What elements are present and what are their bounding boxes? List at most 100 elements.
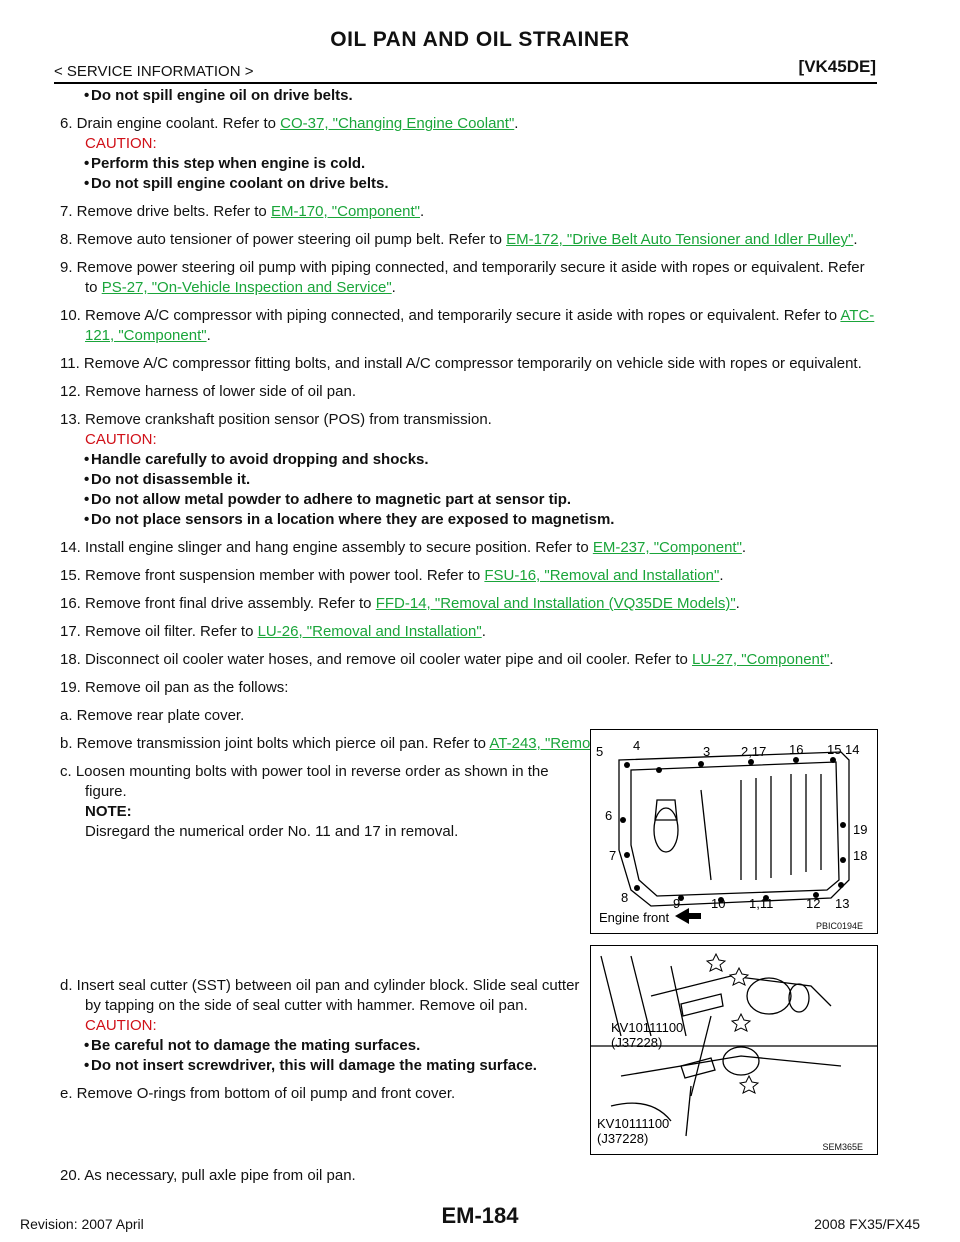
seal-cutter-figure: KV10111100 (J37228) KV10111100 (J37228) … xyxy=(590,945,878,1155)
note-text: Disregard the numerical order No. 11 and… xyxy=(85,823,459,840)
tool-label: KV10111100 xyxy=(597,1116,669,1131)
period: . xyxy=(206,327,211,344)
step-text: 15. Remove front suspension member with … xyxy=(60,567,485,584)
link-co37[interactable]: CO-37, "Changing Engine Coolant" xyxy=(280,115,515,132)
bolt-label: 10 xyxy=(711,896,725,911)
vehicle-model: 2008 FX35/FX45 xyxy=(814,1216,920,1232)
step-19a: a. Remove rear plate cover. xyxy=(60,707,245,724)
step-18: 18. Disconnect oil cooler water hoses, a… xyxy=(60,650,877,670)
link-em172[interactable]: EM-172, "Drive Belt Auto Tensioner and I… xyxy=(506,231,854,248)
step-text: 10. Remove A/C compressor with piping co… xyxy=(60,307,841,324)
step-text: 17. Remove oil filter. Refer to xyxy=(60,623,258,640)
caution-label: CAUTION: xyxy=(85,431,157,448)
header-rule xyxy=(54,82,877,84)
link-ffd14[interactable]: FFD-14, "Removal and Installation (VQ35D… xyxy=(375,595,736,612)
bolt-label: 16 xyxy=(789,742,803,757)
seal-cutter-diagram: KV10111100 (J37228) KV10111100 (J37228) xyxy=(591,952,877,1146)
step-12: 12. Remove harness of lower side of oil … xyxy=(60,383,356,400)
oil-pan-diagram: 5 4 3 2,17 16 15 14 6 19 7 18 8 9 10 1,1… xyxy=(596,738,867,925)
step-19e: e. Remove O-rings from bottom of oil pum… xyxy=(60,1085,456,1102)
link-atc121[interactable]: ATC-121, "Component" xyxy=(85,307,875,344)
link-fsu16[interactable]: FSU-16, "Removal and Installation" xyxy=(484,567,720,584)
period: . xyxy=(391,279,396,296)
bolt-label: 5 xyxy=(596,744,603,759)
bolt-label: 7 xyxy=(609,848,616,863)
arrow-left-icon xyxy=(675,908,701,924)
bolt-label: 6 xyxy=(605,808,612,823)
step-7: 7. Remove drive belts. Refer to EM-170, … xyxy=(60,202,877,222)
caution-label: CAUTION: xyxy=(85,1017,157,1034)
period: . xyxy=(481,623,486,640)
step-15: 15. Remove front suspension member with … xyxy=(60,566,877,586)
bullet: Perform this step when engine is cold. xyxy=(60,154,877,174)
step-text: 7. Remove drive belts. Refer to xyxy=(60,203,271,220)
step-19: 19. Remove oil pan as the follows: xyxy=(60,679,289,696)
period: . xyxy=(829,651,834,668)
tool-label: KV10111100 xyxy=(611,1020,683,1035)
revision-label: Revision: 2007 April xyxy=(20,1216,144,1232)
link-ps27[interactable]: PS-27, "On-Vehicle Inspection and Servic… xyxy=(101,279,392,296)
bolt-label: 9 xyxy=(673,896,680,911)
step-9: 9. Remove power steering oil pump with p… xyxy=(60,258,877,298)
bolt-label: 1,11 xyxy=(749,896,773,911)
caution-label: CAUTION: xyxy=(85,135,157,152)
step-6: 6. Drain engine coolant. Refer to CO-37,… xyxy=(60,114,877,134)
bolt-label: 3 xyxy=(703,744,710,759)
period: . xyxy=(741,539,747,556)
section-label: < SERVICE INFORMATION > xyxy=(54,63,254,80)
period: . xyxy=(853,231,858,248)
figure-code: PBIC0194E xyxy=(815,921,863,931)
link-lu27[interactable]: LU-27, "Component" xyxy=(692,651,830,668)
bullet: Do not allow metal powder to adhere to m… xyxy=(60,490,877,510)
bolt-label: 18 xyxy=(853,848,867,863)
note-label: NOTE: xyxy=(85,803,132,820)
step-text: 16. Remove front final drive assembly. R… xyxy=(60,595,376,612)
page-number: EM-184 xyxy=(441,1203,519,1228)
period: . xyxy=(719,567,724,584)
step-text: 9. Remove power steering oil pump with p… xyxy=(60,259,865,296)
bolt-label: 8 xyxy=(621,890,628,905)
oil-pan-bolt-figure: 5 4 3 2,17 16 15 14 6 19 7 18 8 9 10 1,1… xyxy=(590,729,878,934)
step-17: 17. Remove oil filter. Refer to LU-26, "… xyxy=(60,622,877,642)
step-20: 20. As necessary, pull axle pipe from oi… xyxy=(60,1167,356,1184)
page-title: OIL PAN AND OIL STRAINER xyxy=(330,28,630,51)
step-text: 18. Disconnect oil cooler water hoses, a… xyxy=(60,651,692,668)
link-lu26[interactable]: LU-26, "Removal and Installation" xyxy=(257,623,482,640)
step-19c: c. Loosen mounting bolts with power tool… xyxy=(60,763,549,800)
link-em170[interactable]: EM-170, "Component" xyxy=(270,203,420,220)
step-11: 11. Remove A/C compressor fitting bolts,… xyxy=(60,355,862,372)
period: . xyxy=(420,203,425,220)
step-16: 16. Remove front final drive assembly. R… xyxy=(60,594,877,614)
bolt-label: 12 xyxy=(806,896,820,911)
bullet: Be careful not to damage the mating surf… xyxy=(60,1036,580,1056)
step-text: 6. Drain engine coolant. Refer to xyxy=(60,115,281,132)
period: . xyxy=(735,595,740,612)
figure-code: SEM365E xyxy=(822,1142,863,1152)
model-label: [VK45DE] xyxy=(798,57,876,76)
bolt-label: 4 xyxy=(633,738,640,753)
step-19d: d. Insert seal cutter (SST) between oil … xyxy=(60,977,580,1014)
engine-front-label: Engine front xyxy=(599,910,669,925)
step-14: 14. Install engine slinger and hang engi… xyxy=(60,538,877,558)
bullet: Do not disassemble it. xyxy=(60,470,877,490)
bolt-label: 15 xyxy=(827,742,841,757)
bolt-label: 13 xyxy=(835,896,849,911)
bullet: Do not insert screwdriver, this will dam… xyxy=(60,1056,580,1076)
bullet: Do not spill engine oil on drive belts. xyxy=(60,86,877,106)
bullet: Handle carefully to avoid dropping and s… xyxy=(60,450,877,470)
bolt-label: 14 xyxy=(845,742,859,757)
period: . xyxy=(514,115,519,132)
step-text: 14. Install engine slinger and hang engi… xyxy=(60,539,593,556)
tool-label: (J37228) xyxy=(597,1131,648,1146)
bolt-label: 2,17 xyxy=(741,744,766,759)
step-text: b. Remove transmission joint bolts which… xyxy=(60,735,490,752)
bullet: Do not spill engine coolant on drive bel… xyxy=(60,174,877,194)
link-em237[interactable]: EM-237, "Component" xyxy=(592,539,742,556)
bullet: Do not place sensors in a location where… xyxy=(60,510,877,530)
tool-label: (J37228) xyxy=(611,1035,662,1050)
step-13: 13. Remove crankshaft position sensor (P… xyxy=(60,411,492,428)
bolt-label: 19 xyxy=(853,822,867,837)
step-8: 8. Remove auto tensioner of power steeri… xyxy=(60,230,877,250)
step-10: 10. Remove A/C compressor with piping co… xyxy=(60,306,877,346)
step-text: 8. Remove auto tensioner of power steeri… xyxy=(60,231,507,248)
